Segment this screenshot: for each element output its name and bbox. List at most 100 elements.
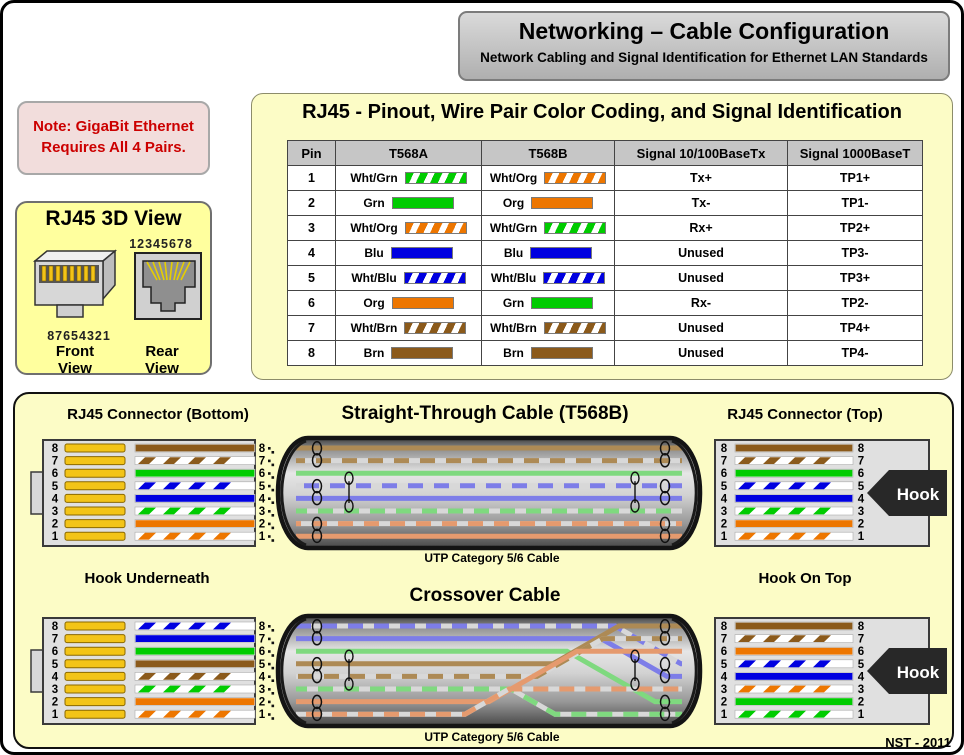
hook-shape [867, 648, 947, 694]
svg-text:1: 1 [259, 709, 266, 721]
svg-text:7: 7 [858, 456, 864, 468]
rear-pin-numbers: 12345678 [129, 237, 193, 251]
straight-right-connector-label: RJ45 Connector (Top) [727, 406, 883, 423]
cable-diagrams-panel: RJ45 Connector (Bottom) Straight-Through… [13, 392, 954, 749]
rj45-rear-view-graphic [134, 252, 202, 320]
gold-pin [64, 456, 126, 466]
svg-text:1: 1 [721, 531, 728, 543]
left-wire-pin-2 [134, 519, 256, 528]
gold-pin [64, 468, 126, 478]
signal-1000-cell: TP4+ [787, 315, 923, 341]
left-wire-pin-6 [134, 646, 256, 656]
gold-pin [64, 531, 126, 541]
crossover-left-connector-label: Hook Underneath [84, 570, 210, 587]
svg-text:6: 6 [721, 646, 727, 658]
straight-left-connector-label: RJ45 Connector (Bottom) [67, 406, 249, 423]
signal-1000-cell: TP1- [787, 190, 923, 216]
svg-text:7: 7 [721, 634, 727, 646]
wire-swatch [544, 172, 607, 184]
gold-pin [64, 697, 126, 707]
inner-wire-lav-striped [296, 623, 683, 667]
wire-swatch [404, 222, 467, 234]
wire-label: Grn [502, 296, 525, 310]
gold-pin [64, 481, 126, 491]
svg-text:5: 5 [259, 481, 266, 493]
note-line-1: Note: GigaBit Ethernet [33, 118, 194, 135]
signal-100-cell: Unused [614, 315, 788, 341]
wire-label: Wht/Blu [351, 271, 397, 285]
svg-text:3: 3 [259, 506, 265, 518]
column-header: Signal 10/100BaseTx [614, 140, 788, 166]
svg-text:1: 1 [858, 531, 865, 543]
svg-text:2: 2 [259, 519, 265, 531]
svg-text:4: 4 [52, 671, 59, 683]
left-wire-pin-4 [134, 494, 256, 503]
svg-text:6: 6 [259, 468, 265, 480]
svg-text:8: 8 [259, 621, 266, 633]
signal-1000-cell: TP2- [787, 290, 923, 316]
rj45-3d-view-box: RJ45 3D View 12345678 [15, 201, 212, 377]
wire-label: Wht/Org [350, 221, 398, 235]
wire-label: Blu [503, 246, 524, 260]
svg-text:7: 7 [858, 634, 864, 646]
gold-pin [64, 659, 126, 669]
straight-through-cable-body [275, 435, 703, 551]
svg-text:3: 3 [52, 684, 58, 696]
svg-text:8: 8 [52, 443, 59, 455]
right-wire-pin-2 [734, 519, 854, 528]
wire-cell: Wht/Org [335, 215, 482, 241]
right-wire-pin-3 [734, 684, 854, 694]
signal-100-cell: Unused [614, 265, 788, 291]
right-wire-pin-8 [734, 621, 854, 631]
wire-label: Wht/Grn [489, 221, 538, 235]
wire-cell: Wht/Brn [335, 315, 482, 341]
wire-label: Wht/Brn [490, 321, 537, 335]
svg-text:8: 8 [721, 621, 728, 633]
svg-text:4: 4 [858, 493, 865, 505]
svg-text:3: 3 [259, 684, 265, 696]
left-wire-pin-1 [134, 531, 256, 541]
right-wire-pin-8 [734, 443, 854, 453]
wire-swatch [543, 272, 606, 284]
svg-text:5: 5 [259, 659, 266, 671]
svg-text:3: 3 [52, 506, 58, 518]
svg-text:5: 5 [721, 481, 728, 493]
svg-text:2: 2 [858, 519, 864, 531]
wire-cell: Grn [481, 290, 615, 316]
crossover-utp-label: UTP Category 5/6 Cable [424, 730, 560, 744]
svg-text:7: 7 [259, 634, 265, 646]
svg-text:1: 1 [259, 531, 266, 543]
wire-label: Brn [503, 346, 524, 360]
wire-cell: Blu [335, 240, 482, 266]
svg-text:6: 6 [858, 468, 864, 480]
inner-wire-sal-striped [296, 686, 682, 717]
wire-label: Grn [363, 196, 385, 210]
signal-1000-cell: TP2+ [787, 215, 923, 241]
inner-wire-tan-solid [296, 623, 682, 667]
svg-text:2: 2 [721, 519, 727, 531]
left-wire-pin-1 [134, 709, 256, 719]
rj45-3d-title: RJ45 3D View [45, 207, 182, 230]
svg-text:4: 4 [721, 671, 728, 683]
wire-cell: Brn [335, 340, 482, 366]
signal-100-cell: Rx- [614, 290, 788, 316]
gold-pin [64, 671, 126, 681]
gold-pin [64, 443, 126, 453]
svg-text:2: 2 [858, 697, 864, 709]
crossover-twist-marks [311, 619, 671, 722]
hook-label: Hook [897, 663, 940, 682]
front-gold-pins [41, 265, 96, 282]
rj45-front-view-graphic [32, 249, 118, 318]
note-line-2: Requires All 4 Pairs. [41, 139, 186, 156]
gold-pin [64, 634, 126, 644]
right-wire-pin-5 [734, 659, 854, 669]
svg-text:5: 5 [52, 659, 59, 671]
svg-text:5: 5 [52, 481, 59, 493]
gold-pin [64, 646, 126, 656]
svg-text:6: 6 [721, 468, 727, 480]
crossover-right-connector-label: Hook On Top [758, 570, 852, 587]
svg-text:6: 6 [259, 646, 265, 658]
